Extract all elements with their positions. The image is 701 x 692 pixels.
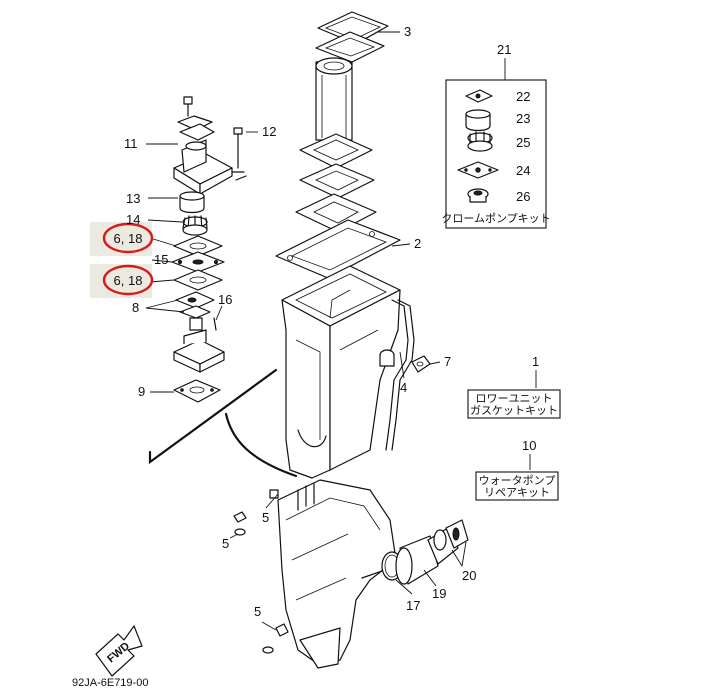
upper-casing-body <box>281 299 331 479</box>
insert-cartridge <box>179 195 205 214</box>
callout-19: 15 <box>154 252 168 267</box>
water-pump-repair-kit-box: ウォータポンプ リペアキット <box>475 471 559 501</box>
callout-23: 23 <box>516 111 530 126</box>
lower-unit-gasket-kit-line1: ロワーユニット <box>476 393 553 405</box>
pump-base-gasket <box>173 379 221 403</box>
callout-26: 26 <box>516 189 530 204</box>
pump-gasket-18b <box>173 269 223 291</box>
callout-11: 20 <box>462 568 476 583</box>
water-pump-assembly <box>171 96 247 403</box>
callout-4: 4 <box>400 380 407 395</box>
pump-housing-cover <box>177 115 213 131</box>
lower-unit-gasket-kit-line2: ガスケットキット <box>470 404 558 417</box>
callout-12: 19 <box>432 586 446 601</box>
impeller <box>182 215 208 236</box>
callout-6-18-lower: 6, 18 <box>114 273 143 288</box>
nipple-7 <box>411 355 431 373</box>
upper-casing-assembly <box>275 11 415 479</box>
callout-24: 24 <box>516 163 530 178</box>
callout-13: 10 <box>522 438 536 453</box>
callout-labels: 3 2 4 7 1 10 11 12 13 14 15 8 16 9 5 5 5… <box>124 24 539 619</box>
exhaust-gasket-1 <box>299 163 375 199</box>
chrome-pump-kit-label: クロームポンプキット <box>441 212 550 225</box>
callout-15: 12 <box>262 124 276 139</box>
callout-9: 9 <box>138 384 145 399</box>
water-pump-repair-kit-line2: リペアキット <box>484 487 550 499</box>
callout-1: 1 <box>532 354 539 369</box>
callout-14: 11 <box>124 136 138 151</box>
lower-unit-gasket-kit-box: ロワーユニット ガスケットキット <box>467 389 561 419</box>
lower-unit-casing <box>233 479 397 669</box>
callout-5a: 5 <box>262 510 269 525</box>
callout-10: 17 <box>406 598 420 613</box>
grommet-4 <box>379 349 395 367</box>
highlight-callout-upper: 6, 18 <box>90 222 154 256</box>
fwd-arrow: FWD <box>95 625 143 677</box>
chrome-pump-kit-box: クロームポンプキット <box>441 79 551 229</box>
detail-bracket <box>148 368 278 465</box>
highlight-callout-lower: 6, 18 <box>90 264 154 298</box>
diagram-code: 92JA-6E719-00 <box>72 677 148 689</box>
water-pump-repair-kit-line1: ウォータポンプ <box>479 474 556 487</box>
propeller-shaft-housing <box>361 519 469 585</box>
callout-20: 16 <box>218 292 232 307</box>
upper-casing-gasket <box>275 219 401 279</box>
callout-8: 8 <box>132 300 139 315</box>
pump-gasket-18a <box>173 235 223 257</box>
water-tube <box>385 299 409 451</box>
callout-2: 2 <box>414 236 421 251</box>
callout-3: 3 <box>404 24 411 39</box>
top-gasket-plate-2 <box>315 31 385 63</box>
callout-17: 14 <box>126 212 140 227</box>
callout-7: 7 <box>444 354 451 369</box>
callout-22: 22 <box>516 89 530 104</box>
callout-16: 13 <box>126 191 140 206</box>
callout-25: 25 <box>516 135 530 150</box>
callout-5b: 5 <box>222 536 229 551</box>
exhaust-flange <box>299 133 373 169</box>
callout-21: 21 <box>497 42 511 57</box>
callout-6-18-upper: 6, 18 <box>114 231 143 246</box>
callout-5c: 5 <box>254 604 261 619</box>
